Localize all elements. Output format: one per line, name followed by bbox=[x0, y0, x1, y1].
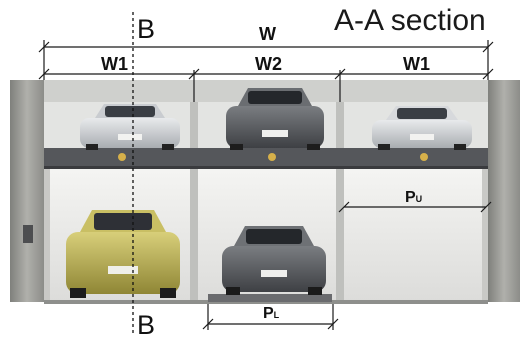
platform-marker-icon bbox=[268, 153, 276, 161]
car-upper-left bbox=[80, 104, 180, 150]
right-wall bbox=[488, 80, 520, 302]
upper-deck-edge bbox=[44, 166, 488, 169]
column bbox=[482, 165, 488, 302]
car-lower-left bbox=[66, 210, 180, 298]
dimension-lines bbox=[38, 40, 494, 330]
platform-marker-icon bbox=[420, 153, 428, 161]
dimension-pl-label: PL bbox=[263, 305, 280, 322]
dimension-w1-right-label: W1 bbox=[403, 54, 430, 74]
car-upper-right bbox=[372, 106, 472, 150]
control-panel-icon bbox=[23, 225, 33, 243]
section-marker-b-bottom: B bbox=[137, 310, 156, 340]
section-title: A-A section bbox=[334, 4, 486, 37]
column bbox=[190, 102, 198, 302]
dimension-w2-label: W2 bbox=[255, 54, 282, 74]
platform-marker-icon bbox=[118, 153, 126, 161]
section-marker-b-top: B bbox=[137, 14, 156, 44]
dimension-pu-label: PU bbox=[405, 189, 423, 206]
dimension-w1-left-label: W1 bbox=[101, 54, 128, 74]
column bbox=[44, 165, 50, 302]
left-wall bbox=[10, 80, 44, 302]
car-lower-center bbox=[222, 226, 326, 295]
lower-platform bbox=[208, 294, 332, 302]
car-upper-center bbox=[226, 88, 324, 150]
dimension-w-label: W bbox=[259, 24, 276, 44]
upper-deck-platform bbox=[44, 148, 488, 166]
column bbox=[336, 102, 344, 302]
